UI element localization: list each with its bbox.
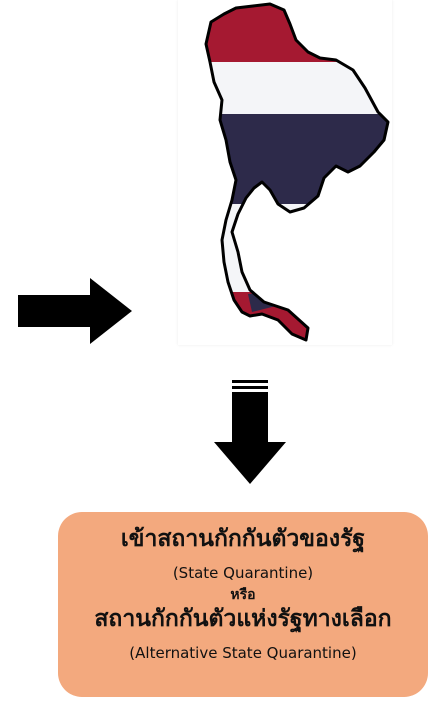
flag-stripe-blue (206, 114, 388, 204)
thailand-flag-map (204, 2, 390, 342)
alternative-quarantine-title-th: สถานกักกันตัวแห่งรัฐทางเลือก (94, 606, 392, 632)
flag-stripe-white-bottom (206, 204, 388, 292)
alternative-quarantine-title-en: (Alternative State Quarantine) (129, 644, 357, 662)
map-outline (204, 2, 390, 342)
flag-stripe-red-bottom (206, 292, 388, 340)
right-arrow-icon (18, 278, 132, 344)
state-quarantine-title-th: เข้าสถานกักกันตัวของรัฐ (120, 526, 366, 552)
or-label: หรือ (230, 587, 256, 603)
state-quarantine-title-en: (State Quarantine) (172, 564, 314, 582)
down-arrow-icon (214, 380, 286, 484)
thailand-map-panel (178, 0, 392, 345)
quarantine-info-box: เข้าสถานกักกันตัวของรัฐ (State Quarantin… (58, 512, 428, 697)
